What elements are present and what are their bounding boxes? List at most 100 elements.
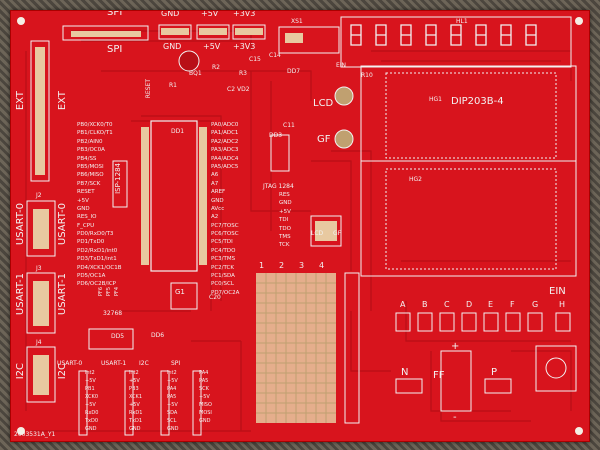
port-a-pin-label: A6 — [211, 172, 219, 179]
port-b-pin-label: PD2/RxD1/int0 — [77, 247, 118, 254]
port-b-pin-label: PD1/TxD0 — [77, 239, 105, 246]
segment-resistor-label: F — [510, 300, 515, 309]
port-b-pin-label: PB5/MOSI — [77, 163, 104, 170]
bottom-col-pin-label: MISO — [199, 402, 212, 408]
hg2-label: HG2 — [409, 176, 422, 183]
gf-small-label: GF — [333, 230, 342, 237]
part-number: 2003531A_Y1 — [14, 431, 56, 438]
ein-big-label: EIN — [549, 286, 566, 297]
hg1-label: HG1 — [429, 96, 442, 103]
g1-label: G1 — [175, 288, 185, 296]
port-b-pin-label: PB4/SS — [77, 155, 97, 162]
ext-right-label: EXT — [57, 91, 68, 111]
dd6-label: DD6 — [151, 332, 165, 339]
j2-label: J2 — [36, 192, 42, 199]
crystal-label: 32768 — [103, 310, 123, 317]
pcb-board: SPI SPI GND +5V +3V3 GND +5V +3V3 XS1 H L… — [10, 10, 590, 442]
5v-mid-label: +5V — [203, 42, 221, 51]
bottom-col-pin-label: +5V — [167, 378, 178, 384]
jtag-pin-label: TDO — [279, 225, 291, 232]
r3-label: R3 — [239, 70, 247, 77]
bottom-col-title: USART-1 — [101, 360, 127, 367]
segment-resistor-label: H — [559, 300, 566, 309]
port-b-pin-label: PD5/OC1A — [77, 273, 106, 280]
port-a-pin-label: A2 — [211, 214, 219, 221]
j4-label: J4 — [36, 339, 42, 346]
bottom-col-title: SPI — [171, 360, 181, 367]
gnd-top-label: GND — [161, 10, 180, 18]
port-b-pin-label: PB6/MISO — [77, 172, 104, 179]
bottom-col-pin-label: XCK1 — [129, 394, 143, 400]
xs1-label: XS1 — [291, 18, 303, 25]
bottom-col-pin-label: PA5 — [167, 394, 177, 400]
c11-label: C11 — [283, 122, 295, 129]
usart0-right-label: USART-0 — [57, 203, 68, 246]
port-b-pin-label: PB1/CLKO/T1 — [77, 130, 113, 137]
c20-label: C20 — [209, 294, 221, 301]
bottom-col-pin-label: +5V — [85, 378, 96, 384]
port-a-pin-label: A7 — [211, 180, 219, 187]
i2c-left-label: I2C — [15, 363, 26, 380]
port-a-pin-label: PC6/TOSC — [211, 231, 239, 238]
port-a-pin-label: PC4/TDO — [211, 247, 236, 254]
pcb-traces — [17, 16, 583, 436]
port-a-pin-label: PA1/ADC1 — [211, 130, 239, 137]
r10-label: R10 — [361, 72, 373, 79]
bottom-col-title: USART-0 — [57, 360, 83, 367]
bottom-col-pin-label: GND — [129, 426, 141, 432]
bottom-col-pin-label: +5V — [167, 402, 178, 408]
dd7-label: DD7 — [287, 68, 301, 75]
ff-label: FF — [433, 370, 445, 381]
3v3-top-label: +3V3 — [233, 10, 256, 18]
port-b-pin-label: RES_IO — [77, 214, 97, 221]
port-a-pin-label: AREF — [211, 189, 226, 196]
port-a-pin-label: PA5/ADC5 — [211, 163, 239, 170]
bottom-col-pin-label: int2 — [167, 370, 177, 376]
port-a-pin-label: GND — [211, 197, 224, 204]
3v3-mid-label: +3V3 — [233, 42, 256, 51]
lcd-small-label: LCD — [311, 230, 324, 237]
c2-label: C2 — [227, 86, 236, 93]
jtag-label: JTAG 1284 — [263, 183, 294, 190]
spi-mid-label: SPI — [107, 44, 123, 55]
bottom-col-pin-label: +5V — [199, 394, 210, 400]
port-a-pin-label: PC2/TCK — [211, 264, 234, 271]
port-b-pin-label: PB7/SCK — [77, 180, 101, 187]
segment-resistor-label: G — [532, 300, 539, 309]
port-b-pin-label: PB3/OC0A — [77, 147, 105, 154]
port-a-pin-label: PC5/TDI — [211, 239, 233, 246]
ext-left-label: EXT — [15, 91, 26, 111]
bottom-col-pin-label: XCK0 — [85, 394, 99, 400]
segment-resistor-label: B — [422, 300, 428, 309]
bottom-col-pin-label: int2 — [85, 370, 95, 376]
usart1-right-label: USART-1 — [57, 273, 68, 316]
bottom-col-pin-label: RxD1 — [129, 410, 143, 416]
vd2-label: VD2 — [237, 86, 250, 93]
usart1-left-label: USART-1 — [15, 273, 26, 316]
segment-resistor-label: D — [466, 300, 473, 309]
port-a-pin-label: PC7/TOSC — [211, 222, 239, 229]
port-b-pin-label: PD4/XCK1/OC1B — [77, 264, 122, 271]
bottom-col-pin-label: SCL — [167, 418, 177, 424]
port-a-pin-label: PA4/ADC4 — [211, 155, 239, 162]
plus-label: + — [451, 341, 460, 352]
segment-resistor-label: C — [444, 300, 450, 309]
bottom-col-pin-label: +5V — [129, 402, 140, 408]
jtag-pin-label: TCK — [279, 242, 290, 249]
minus-label: - — [453, 412, 457, 423]
port-a-pin-label: PC1/SDA — [211, 273, 235, 280]
bottom-col-pin-label: PA5 — [199, 378, 209, 384]
port-b-pin-label: PD3/TxD1/int1 — [77, 256, 117, 263]
port-b-pin-label: GND — [77, 205, 90, 212]
port-a-pin-label: PC3/TMS — [211, 256, 236, 263]
usart0-left-label: USART-0 — [15, 203, 26, 246]
proto-col-number: 4 — [319, 261, 325, 270]
port-a-pin-label: PA0/ADC0 — [211, 122, 239, 128]
proto-col-number: 1 — [259, 261, 265, 270]
bottom-col-pin-label: PA4 — [199, 370, 209, 376]
dd1-label: DD1 — [171, 128, 185, 135]
bottom-col-pin-label: GND — [85, 426, 97, 432]
port-b-pin-label: RESET — [77, 189, 95, 196]
c14-label: C14 — [269, 52, 281, 59]
